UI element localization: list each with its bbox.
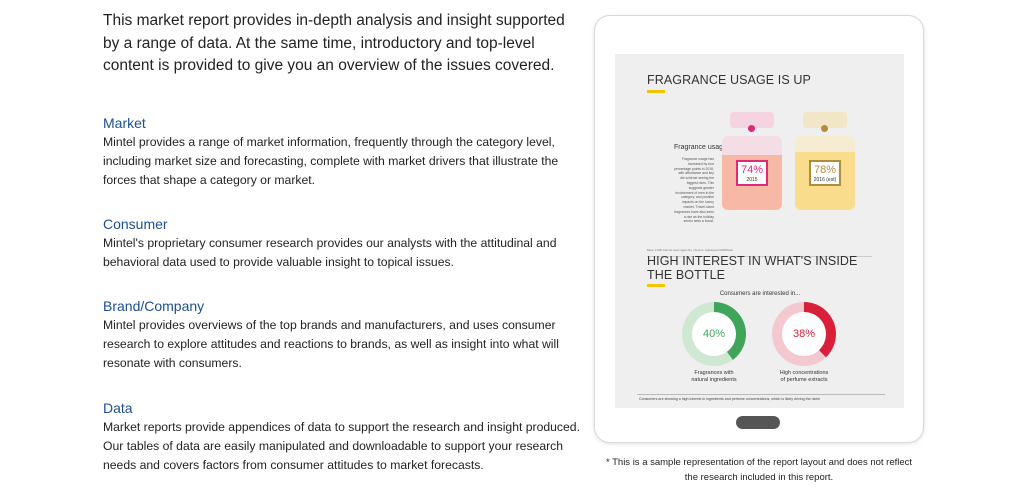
section-data: Data Market reports provide appendices o… [103, 399, 583, 475]
disclaimer-line: * This is a sample representation of the… [605, 457, 913, 468]
tablet-preview: FRAGRANCE USAGE IS UP Fragrance usage Fr… [594, 15, 924, 443]
usage-label: Fragrance usage [674, 144, 727, 151]
bottom-divider [637, 394, 885, 395]
section-body-market: Mintel provides a range of market inform… [103, 135, 559, 187]
bottle-value: 78% [813, 164, 837, 176]
section-market: Market Mintel provides a range of market… [103, 114, 583, 190]
ring-value: 38% [782, 312, 826, 356]
tablet-home-button[interactable] [736, 416, 780, 429]
preview-heading-fragrance-usage: FRAGRANCE USAGE IS UP [647, 73, 811, 87]
bottle-cap [803, 112, 847, 128]
section-title-data: Data [103, 400, 133, 416]
ring-caption: Fragrances with natural ingredients [679, 370, 749, 384]
bottle-dot [748, 125, 755, 132]
report-description: This market report provides in-depth ana… [103, 10, 583, 78]
ring-natural-ingredients: 40% [682, 302, 746, 366]
heading-underline [647, 90, 665, 93]
section-divider [647, 256, 872, 257]
section-body-brand-company: Mintel provides overviews of the top bra… [103, 318, 559, 370]
preview-heading-inside-bottle-2: THE BOTTLE [647, 268, 726, 282]
report-preview-screen[interactable]: FRAGRANCE USAGE IS UP Fragrance usage Fr… [615, 54, 904, 408]
ring-perfume-extracts: 38% [772, 302, 836, 366]
intro-paragraph: This market report provides in-depth ana… [103, 12, 565, 74]
caption-line: High concentrations [779, 370, 829, 376]
section-consumer: Consumer Mintel's proprietary consumer r… [103, 215, 583, 272]
bottom-text: Consumers are showing a high interest in… [639, 397, 821, 401]
disclaimer-line: the research included in this report. [684, 472, 834, 483]
consumers-label: Consumers are interested in... [719, 291, 801, 297]
percent-box: 78% 2016 (est) [809, 160, 841, 186]
caption-line: natural ingredients [691, 377, 737, 383]
ring-value: 40% [692, 312, 736, 356]
section-body-data: Market reports provide appendices of dat… [103, 420, 580, 472]
percent-box: 74% 2015 [736, 160, 768, 186]
bottle-2016: 78% 2016 (est) [795, 112, 855, 216]
bottle-2015: 74% 2015 [722, 112, 782, 216]
bottle-dot [821, 125, 828, 132]
section-title-brand-company: Brand/Company [103, 298, 205, 314]
bottle-year: 2016 (est) [813, 177, 837, 183]
section-brand-company: Brand/Company Mintel provides overviews … [103, 297, 583, 373]
section-body-consumer: Mintel's proprietary consumer research p… [103, 236, 557, 269]
section-title-consumer: Consumer [103, 216, 168, 232]
caption-line: Fragrances with [694, 370, 734, 376]
bottle-year: 2015 [746, 177, 758, 183]
usage-text: Fragrance usage has increased by four pe… [674, 157, 714, 224]
base-note: Base: 2,000 internet users aged 16+ | So… [647, 248, 733, 252]
ring-caption: High concentrations of perfume extracts [769, 370, 839, 384]
preview-disclaimer: * This is a sample representation of the… [594, 455, 924, 485]
bottle-cap [730, 112, 774, 128]
preview-heading-inside-bottle-1: HIGH INTEREST IN WHAT'S INSIDE [647, 254, 858, 268]
caption-line: of perfume extracts [780, 377, 828, 383]
section-title-market: Market [103, 115, 146, 131]
heading-underline [647, 284, 665, 287]
bottle-value: 74% [740, 164, 764, 176]
